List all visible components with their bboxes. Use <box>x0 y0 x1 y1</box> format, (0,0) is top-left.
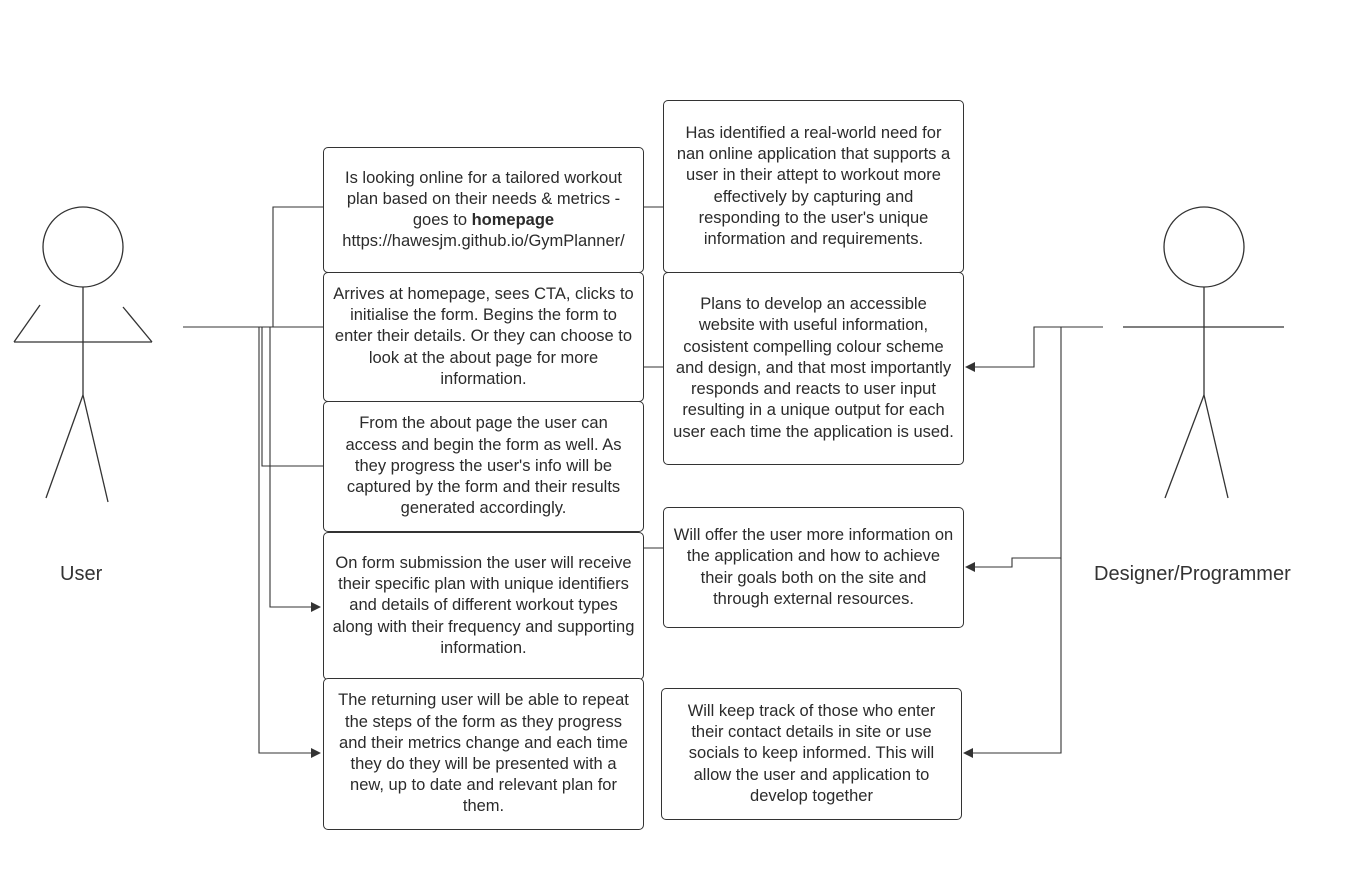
designer-actor-figure <box>1123 206 1284 499</box>
user-step-5-text: The returning user will be able to repea… <box>338 691 629 816</box>
user-step-1-description: Is looking online for a tailored workout… <box>345 168 622 229</box>
user-actor-label: User <box>60 563 103 585</box>
designer-step-3-text: Will offer the user more information on … <box>673 526 954 608</box>
user-step-4-text: On form submission the user will receive… <box>332 553 635 657</box>
designer-actor-label: Designer/Programmer <box>1094 563 1291 585</box>
designer-step-1-box: Has identified a real-world need for nan… <box>663 100 964 273</box>
designer-step-4-text: Will keep track of those who enter their… <box>687 701 936 805</box>
homepage-url: https://hawesjm.github.io/GymPlanner/ <box>342 232 625 251</box>
designer-step-2-text: Plans to develop an accessible website w… <box>673 295 954 441</box>
user-step-3-text: From the about page the user can access … <box>345 414 622 518</box>
designer-step-2-box: Plans to develop an accessible website w… <box>663 272 964 465</box>
designer-step-4-box: Will keep track of those who enter their… <box>661 688 962 820</box>
user-step-1-text: Is looking online for a tailored workout… <box>332 168 635 253</box>
user-step-2-box: Arrives at homepage, sees CTA, clicks to… <box>323 272 644 402</box>
designer-step-1-text: Has identified a real-world need for nan… <box>676 123 951 248</box>
designer-connectors <box>963 326 1103 758</box>
user-step-4-box: On form submission the user will receive… <box>323 532 644 680</box>
user-actor-figure <box>13 206 153 503</box>
user-step-5-box: The returning user will be able to repea… <box>323 678 644 830</box>
user-step-2-text: Arrives at homepage, sees CTA, clicks to… <box>333 284 634 388</box>
homepage-keyword: homepage <box>471 211 555 229</box>
user-connectors <box>183 206 663 758</box>
user-step-1-box: Is looking online for a tailored workout… <box>323 147 644 273</box>
user-step-3-box: From the about page the user can access … <box>323 401 644 532</box>
designer-step-3-box: Will offer the user more information on … <box>663 507 964 628</box>
